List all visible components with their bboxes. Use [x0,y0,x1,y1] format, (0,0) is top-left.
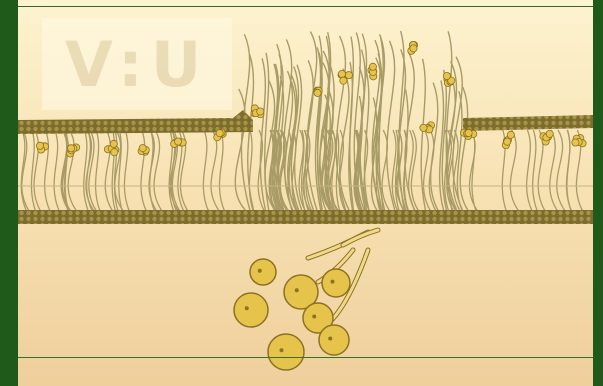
spore [36,142,43,149]
spore [338,70,345,77]
spore [340,77,347,84]
spore-nucleus [280,348,284,352]
spore [504,138,511,145]
lower-epidermis [18,210,593,224]
spore [572,139,579,146]
large-spore [268,334,304,370]
spore [369,63,376,70]
large-spore [319,325,349,355]
spore [410,45,417,52]
spore [465,129,472,136]
large-spore [234,293,268,327]
spore [174,138,181,145]
spore-nucleus [331,280,335,284]
spore [216,130,223,137]
spore [110,140,117,147]
spore-nucleus [328,337,332,341]
spore [67,145,74,152]
large-spore [250,259,276,285]
large-spore [322,269,350,297]
spore-nucleus [312,315,316,319]
spore [420,124,427,131]
spore-nucleus [258,269,262,273]
spore-nucleus [295,288,299,292]
spore [314,89,321,96]
bottom-rule [18,357,593,358]
spore [507,131,514,138]
spore [111,149,118,156]
spore [443,72,450,79]
spore-nucleus [245,306,249,310]
watermark-logo: V:U [42,18,232,110]
botanical-illustration: V:U [18,0,593,386]
spore [345,72,352,79]
spore [546,130,553,137]
top-rule [18,6,593,7]
spore [139,145,146,152]
spore [257,108,264,115]
